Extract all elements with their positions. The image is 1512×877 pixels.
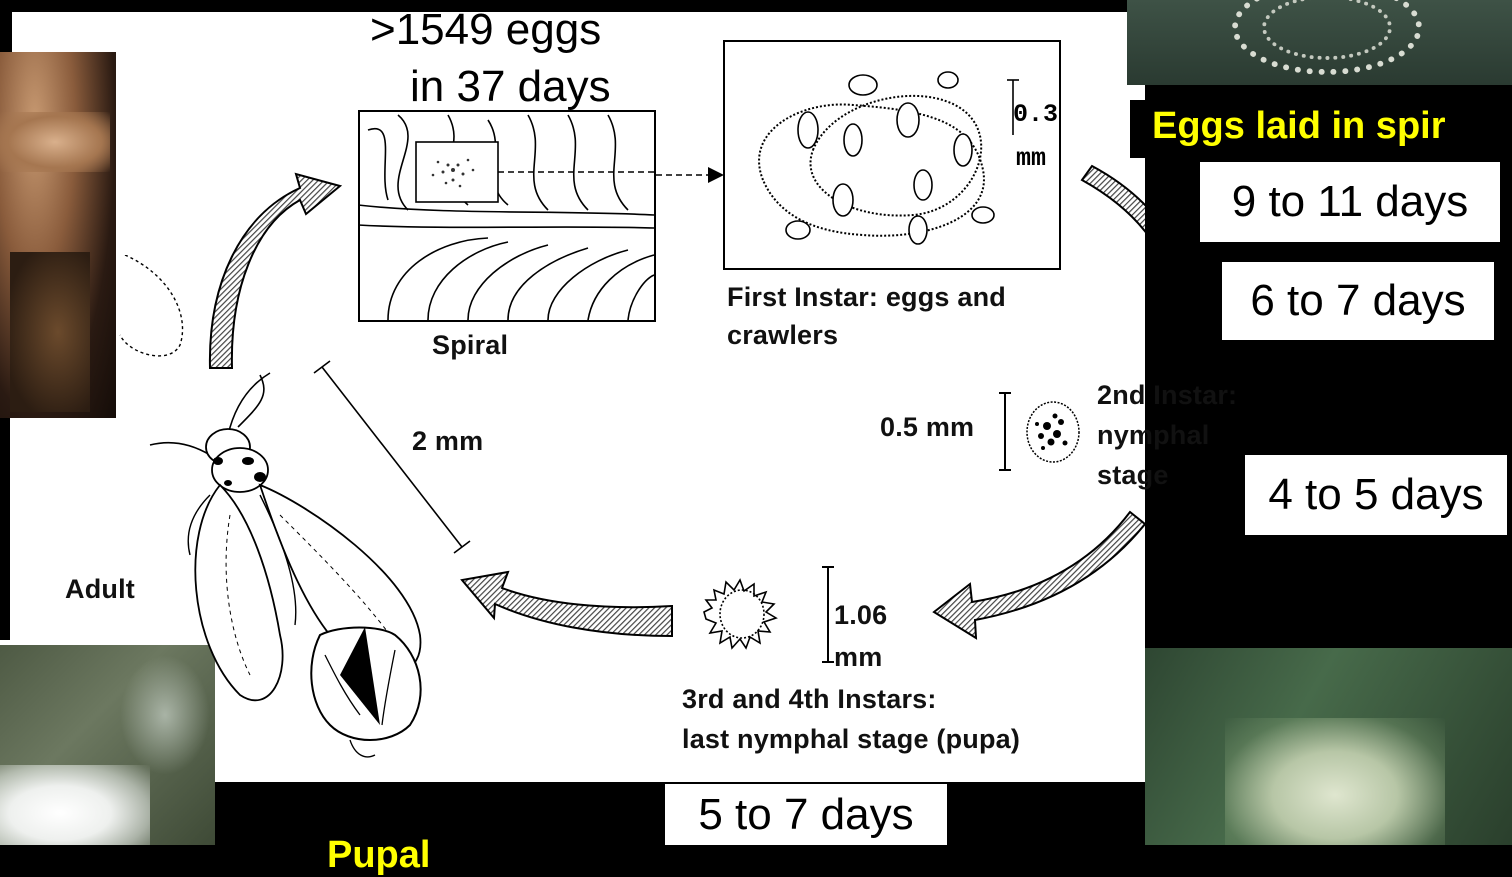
third-fourth-label-line2: last nymphal stage (pupa) xyxy=(682,724,1020,755)
adult-whitefly-drawing xyxy=(110,255,490,785)
second-instar-label-line2: nymphal xyxy=(1097,420,1209,451)
second-instar-label-line3: stage xyxy=(1097,460,1169,491)
third-fourth-instar-drawing xyxy=(700,562,840,672)
third-fourth-label-line1: 3rd and 4th Instars: xyxy=(682,684,937,715)
arrow-first-to-second xyxy=(1082,166,1145,370)
adult-label: Adult xyxy=(65,574,135,605)
adult-scale-label: 2 mm xyxy=(412,426,483,457)
third-fourth-scale-unit: mm xyxy=(834,642,882,673)
duration-label-3: 4 to 5 days xyxy=(1245,455,1507,535)
photo-leaf-right xyxy=(1145,648,1512,845)
photo-egg-spiral xyxy=(1127,0,1512,85)
second-instar-label-line1: 2nd Instar: xyxy=(1097,380,1237,411)
third-fourth-scale-value: 1.06 xyxy=(834,600,887,631)
second-instar-drawing xyxy=(995,388,1087,478)
arrow-second-to-third xyxy=(934,512,1145,638)
caption-eggs-spiral: Eggs laid in spir xyxy=(1130,100,1512,158)
arrow-third-to-adult xyxy=(462,572,672,636)
second-instar-scale: 0.5 mm xyxy=(880,412,974,443)
duration-label-2: 6 to 7 days xyxy=(1222,262,1494,340)
duration-label-1: 9 to 11 days xyxy=(1200,162,1500,242)
